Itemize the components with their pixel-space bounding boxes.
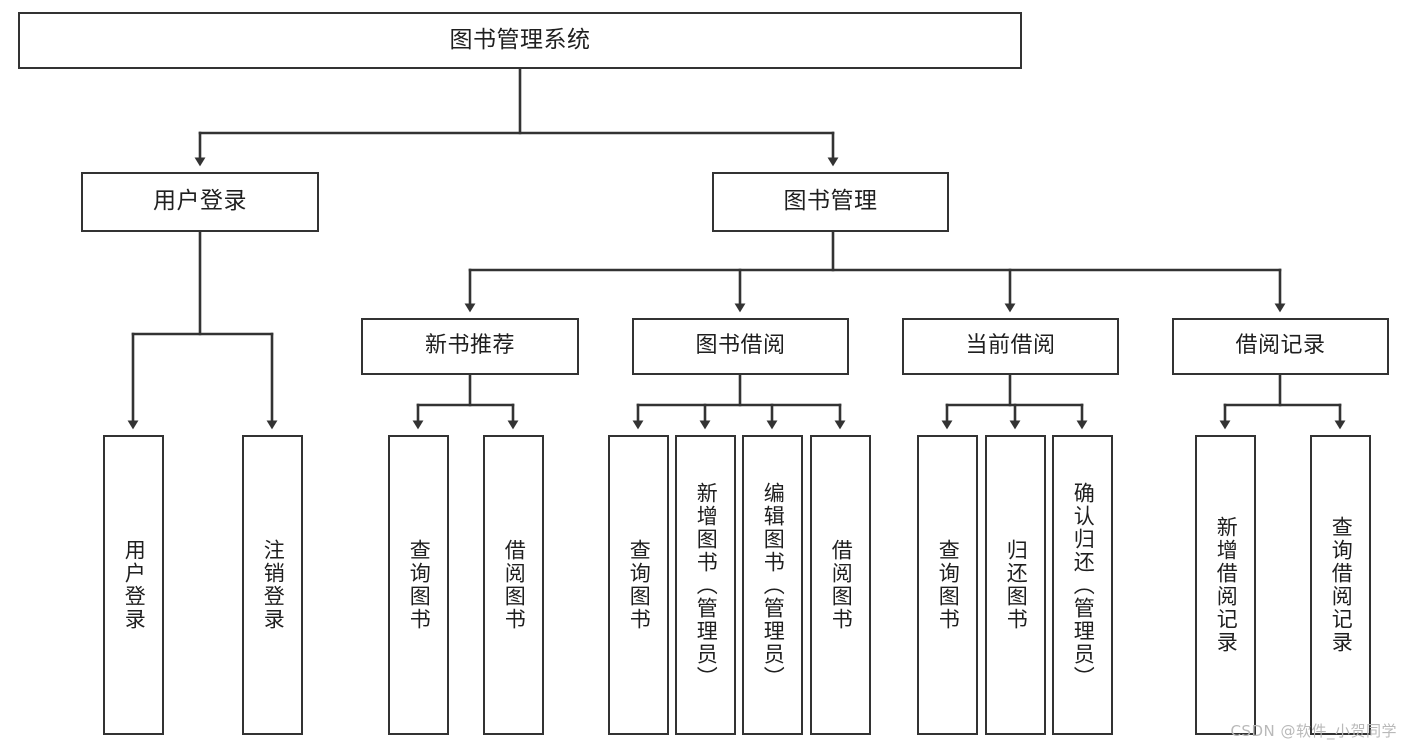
leaf-query-book-borrow[interactable]: 查询图书 <box>608 435 669 735</box>
leaf-add-book-admin[interactable]: 新增图书（管理员） <box>675 435 736 735</box>
leaf-query-book-newbook[interactable]: 查询图书 <box>388 435 449 735</box>
leaf-return-book[interactable]: 归还图书 <box>985 435 1046 735</box>
node-root[interactable]: 图书管理系统 <box>18 12 1022 69</box>
leaf-logout[interactable]: 注销登录 <box>242 435 303 735</box>
leaf-query-borrow-record-label: 查询借阅记录 <box>1329 516 1354 654</box>
leaf-add-borrow-record-label: 新增借阅记录 <box>1214 516 1239 654</box>
node-book-management-label: 图书管理 <box>783 188 878 215</box>
node-book-borrow-label: 图书借阅 <box>695 333 786 359</box>
node-root-label: 图书管理系统 <box>449 26 591 53</box>
leaf-confirm-return-admin[interactable]: 确认归还（管理员） <box>1052 435 1113 735</box>
node-user-login[interactable]: 用户登录 <box>81 172 319 232</box>
node-borrow-record[interactable]: 借阅记录 <box>1172 318 1389 375</box>
leaf-add-book-admin-label: 新增图书（管理员） <box>694 481 719 689</box>
leaf-query-book-current-label: 查询图书 <box>936 539 961 631</box>
leaf-return-book-label: 归还图书 <box>1004 539 1029 631</box>
leaf-borrow-book-borrow[interactable]: 借阅图书 <box>810 435 871 735</box>
leaf-borrow-book-borrow-label: 借阅图书 <box>829 539 854 631</box>
node-new-book-recommend-label: 新书推荐 <box>424 333 515 359</box>
leaf-edit-book-admin-label: 编辑图书（管理员） <box>761 481 786 689</box>
node-new-book-recommend[interactable]: 新书推荐 <box>361 318 579 375</box>
node-book-borrow[interactable]: 图书借阅 <box>632 318 849 375</box>
node-user-login-label: 用户登录 <box>153 188 247 215</box>
leaf-confirm-return-admin-label: 确认归还（管理员） <box>1071 481 1096 689</box>
leaf-query-book-borrow-label: 查询图书 <box>627 539 652 631</box>
leaf-query-book-newbook-label: 查询图书 <box>407 539 432 631</box>
leaf-user-login[interactable]: 用户登录 <box>103 435 164 735</box>
leaf-add-borrow-record[interactable]: 新增借阅记录 <box>1195 435 1256 735</box>
leaf-borrow-book-newbook-label: 借阅图书 <box>502 539 527 631</box>
leaf-borrow-book-newbook[interactable]: 借阅图书 <box>483 435 544 735</box>
leaf-user-login-label: 用户登录 <box>122 539 147 631</box>
node-current-borrow-label: 当前借阅 <box>965 333 1056 359</box>
leaf-query-borrow-record[interactable]: 查询借阅记录 <box>1310 435 1371 735</box>
node-current-borrow[interactable]: 当前借阅 <box>902 318 1119 375</box>
node-borrow-record-label: 借阅记录 <box>1235 333 1326 359</box>
leaf-edit-book-admin[interactable]: 编辑图书（管理员） <box>742 435 803 735</box>
leaf-query-book-current[interactable]: 查询图书 <box>917 435 978 735</box>
leaf-logout-label: 注销登录 <box>261 539 286 631</box>
node-book-management[interactable]: 图书管理 <box>712 172 949 232</box>
csdn-watermark: CSDN @软件_小贺同学 <box>1230 722 1397 740</box>
